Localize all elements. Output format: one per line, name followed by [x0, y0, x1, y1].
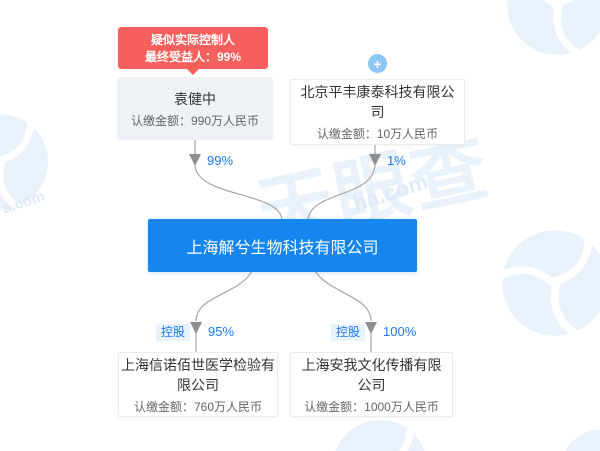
shareholder-node-person[interactable]: 袁健中 认缴金额：990万人民币 — [117, 77, 273, 140]
shareholder-amount: 认缴金额：990万人民币 — [130, 113, 260, 128]
holding-tag: 控股 — [331, 324, 366, 341]
controller-badge-title: 疑似实际控制人 — [150, 32, 235, 47]
holding-tag: 控股 — [156, 324, 191, 341]
invested-company-node[interactable]: 上海信诺佰世医学检验有限公司 认缴金额：760万人民币 — [118, 352, 278, 417]
investment-percent: 100% — [383, 324, 417, 339]
shareholder-name: 袁健中 — [174, 90, 216, 107]
shareholder-name: 北京平丰康泰科技有限公司 — [300, 84, 455, 120]
investment-percent: 95% — [208, 324, 235, 339]
controller-badge-beneficiary: 最终受益人：99% — [144, 49, 242, 64]
shareholder-node-company[interactable]: 北京平丰康泰科技有限公司 认缴金额：10万人民币 — [290, 79, 465, 145]
invested-company-amount: 认缴金额：760万人民币 — [133, 399, 263, 414]
expand-plus-icon[interactable]: + — [368, 54, 387, 73]
badge-pointer — [186, 68, 200, 75]
main-company-node[interactable]: 上海解兮生物科技有限公司 — [148, 219, 417, 272]
plus-glyph: + — [373, 55, 382, 72]
main-company-name: 上海解兮生物科技有限公司 — [186, 239, 379, 257]
shareholding-percent: 99% — [207, 153, 234, 168]
shareholder-amount: 认缴金额：10万人民币 — [316, 127, 439, 141]
invested-company-amount: 认缴金额：1000万人民币 — [304, 399, 439, 414]
invested-company-name: 上海安我文化传播有限公司 — [301, 356, 442, 393]
invested-company-node[interactable]: 上海安我文化传播有限公司 认缴金额：1000万人民币 — [290, 352, 453, 417]
actual-controller-badge[interactable]: 疑似实际控制人 最终受益人：99% — [118, 27, 268, 75]
shareholding-percent: 1% — [387, 153, 406, 168]
invested-company-name: 上海信诺佰世医学检验有限公司 — [121, 356, 275, 393]
